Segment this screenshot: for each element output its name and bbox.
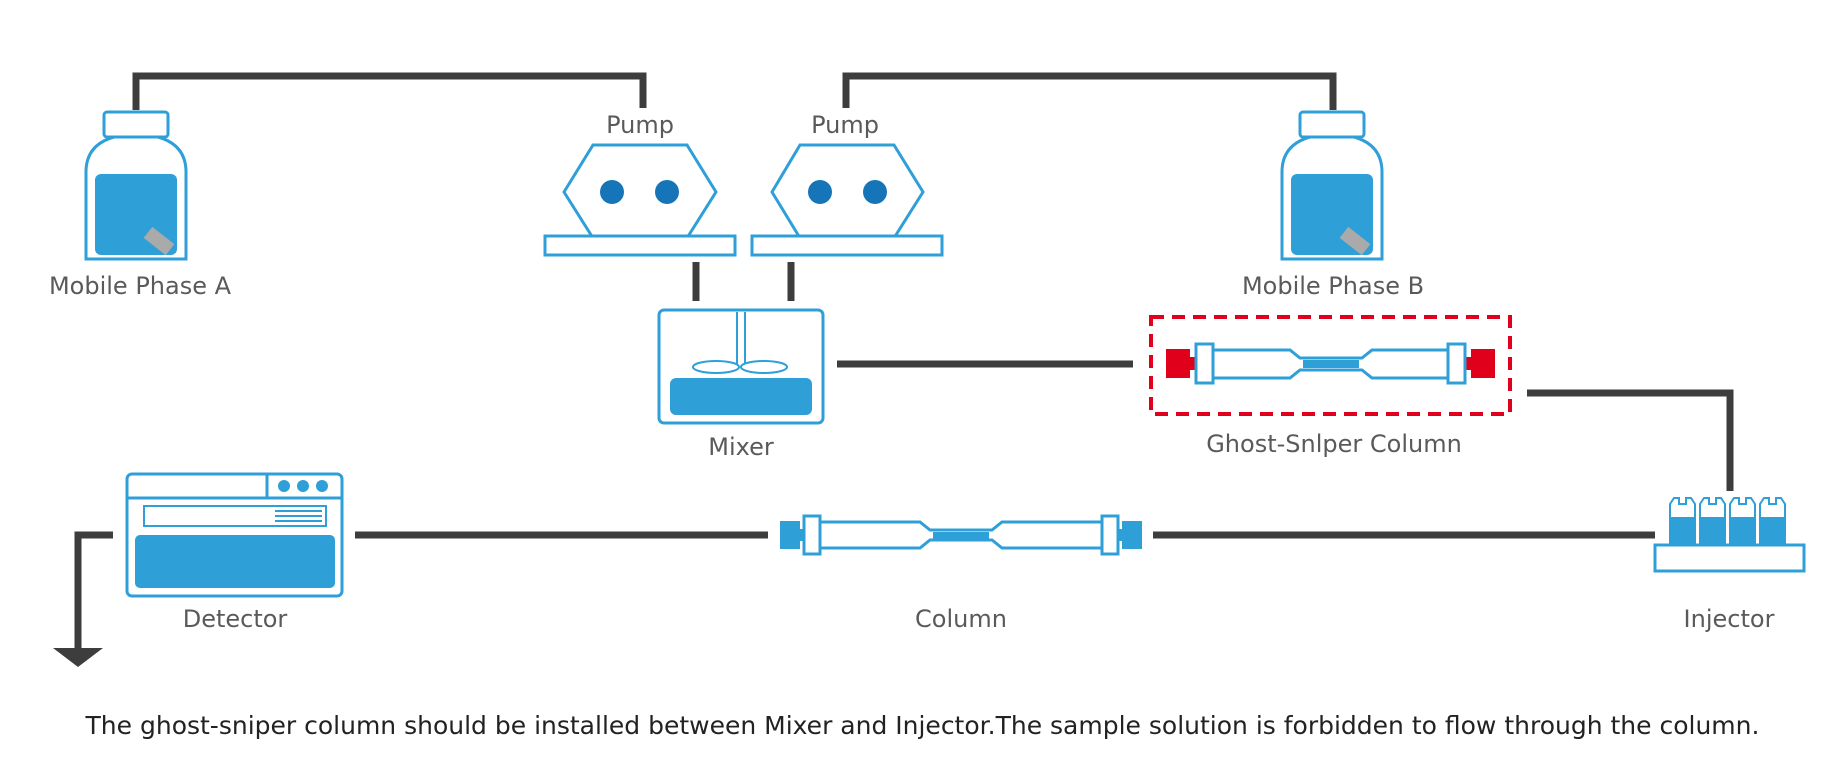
injector-vials [1669, 497, 1786, 547]
label-detector: Detector [182, 605, 288, 633]
mobile-phase-b-bottle-icon [1280, 110, 1384, 261]
pump-left-icon [543, 143, 737, 257]
label-mobile-phase-a: Mobile Phase A [48, 272, 232, 300]
label-column: Column [915, 605, 1007, 633]
tube-ghost-sniper-to-injector [1527, 389, 1734, 491]
ghost-sniper-column-icon [1149, 315, 1512, 416]
label-pump-right: Pump [811, 111, 879, 139]
mixer-icon [657, 308, 825, 425]
label-ghost-sniper-column: Ghost-Snlper Column [1206, 430, 1462, 458]
tubing-lines [74, 72, 1734, 650]
tube-phase-a-to-pump-left [132, 72, 647, 110]
tube-pump-right-to-phase-b [842, 72, 1337, 110]
column-icon [780, 514, 1142, 556]
tube-detector-to-waste [74, 531, 113, 650]
label-mobile-phase-b: Mobile Phase B [1241, 272, 1425, 300]
diagram-caption: The ghost-sniper column should be instal… [85, 711, 1760, 740]
pump-right-icon [750, 143, 944, 257]
mobile-phase-a-bottle-icon [84, 110, 188, 261]
injector-icon [1653, 497, 1806, 573]
detector-icon [125, 472, 344, 598]
label-injector: Injector [1683, 605, 1775, 633]
flow-arrow-icon [53, 648, 103, 667]
label-pump-left: Pump [606, 111, 674, 139]
label-mixer: Mixer [708, 433, 774, 461]
